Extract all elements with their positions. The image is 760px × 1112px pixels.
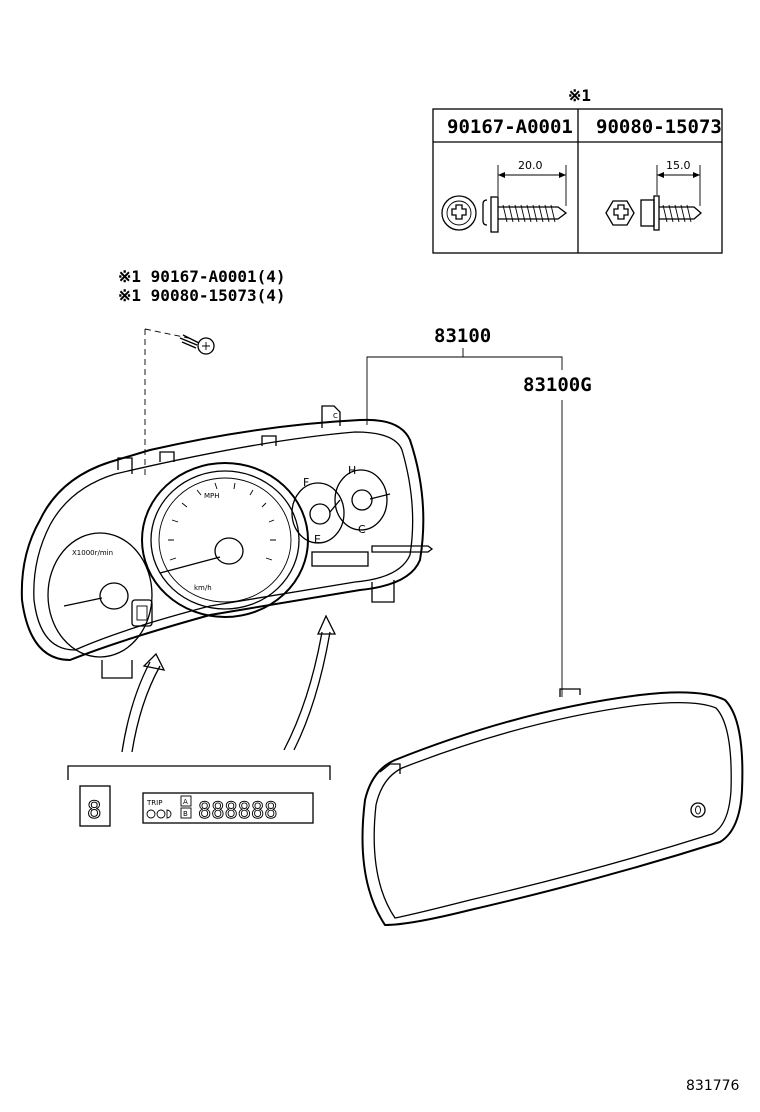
temp-hot: H	[348, 464, 356, 477]
odo-digits: 888888	[198, 799, 277, 824]
callout-glass: 83100G	[523, 374, 592, 396]
instrument-cluster: C X1000r/min MPH km/h F E H	[20, 405, 434, 679]
speedo-ticks	[168, 482, 276, 561]
table-part-no-1: 90167-A0001	[447, 116, 573, 138]
dimension-1: 20.0	[497, 159, 567, 206]
trip-b: B	[183, 810, 188, 818]
trip-label: TRIP	[146, 799, 162, 807]
svg-text:C: C	[333, 412, 338, 420]
screw-side-icon-2	[640, 195, 702, 231]
trip-a: A	[183, 798, 188, 806]
arrow-to-odometer	[283, 614, 337, 751]
fastener-table: 90167-A0001 90080-15073 20.0	[432, 108, 723, 254]
table-part-no-2: 90080-15073	[596, 116, 722, 138]
callout-screw-1: ※1 90167-A0001(4)	[118, 267, 286, 286]
callout-screw-2: ※1 90080-15073(4)	[118, 286, 286, 305]
note-mark: ※1	[568, 86, 591, 105]
tach-unit: X1000r/min	[72, 549, 113, 557]
callout-cluster: 83100	[434, 325, 491, 347]
speedo-unit-2: km/h	[194, 584, 212, 592]
diagram-id: 831776	[686, 1078, 740, 1094]
fuel-empty: E	[314, 533, 321, 546]
speedo-unit: MPH	[204, 492, 220, 500]
dimension-1-value: 20.0	[518, 159, 543, 172]
display-inset: 8 TRIP A B 888888	[67, 765, 331, 827]
screw-hex-head-icon	[605, 200, 635, 226]
svg-text:8: 8	[87, 796, 101, 824]
screw-side-icon-1	[482, 196, 568, 233]
dimension-2: 15.0	[656, 159, 701, 206]
mounting-screw-icon	[179, 334, 215, 355]
dimension-2-value: 15.0	[666, 159, 691, 172]
cluster-glass	[361, 688, 744, 927]
fuel-full: F	[303, 476, 309, 489]
screw-round-head-icon	[441, 195, 477, 231]
arrow-to-warning-light	[121, 652, 166, 753]
temp-cold: C	[358, 523, 366, 536]
